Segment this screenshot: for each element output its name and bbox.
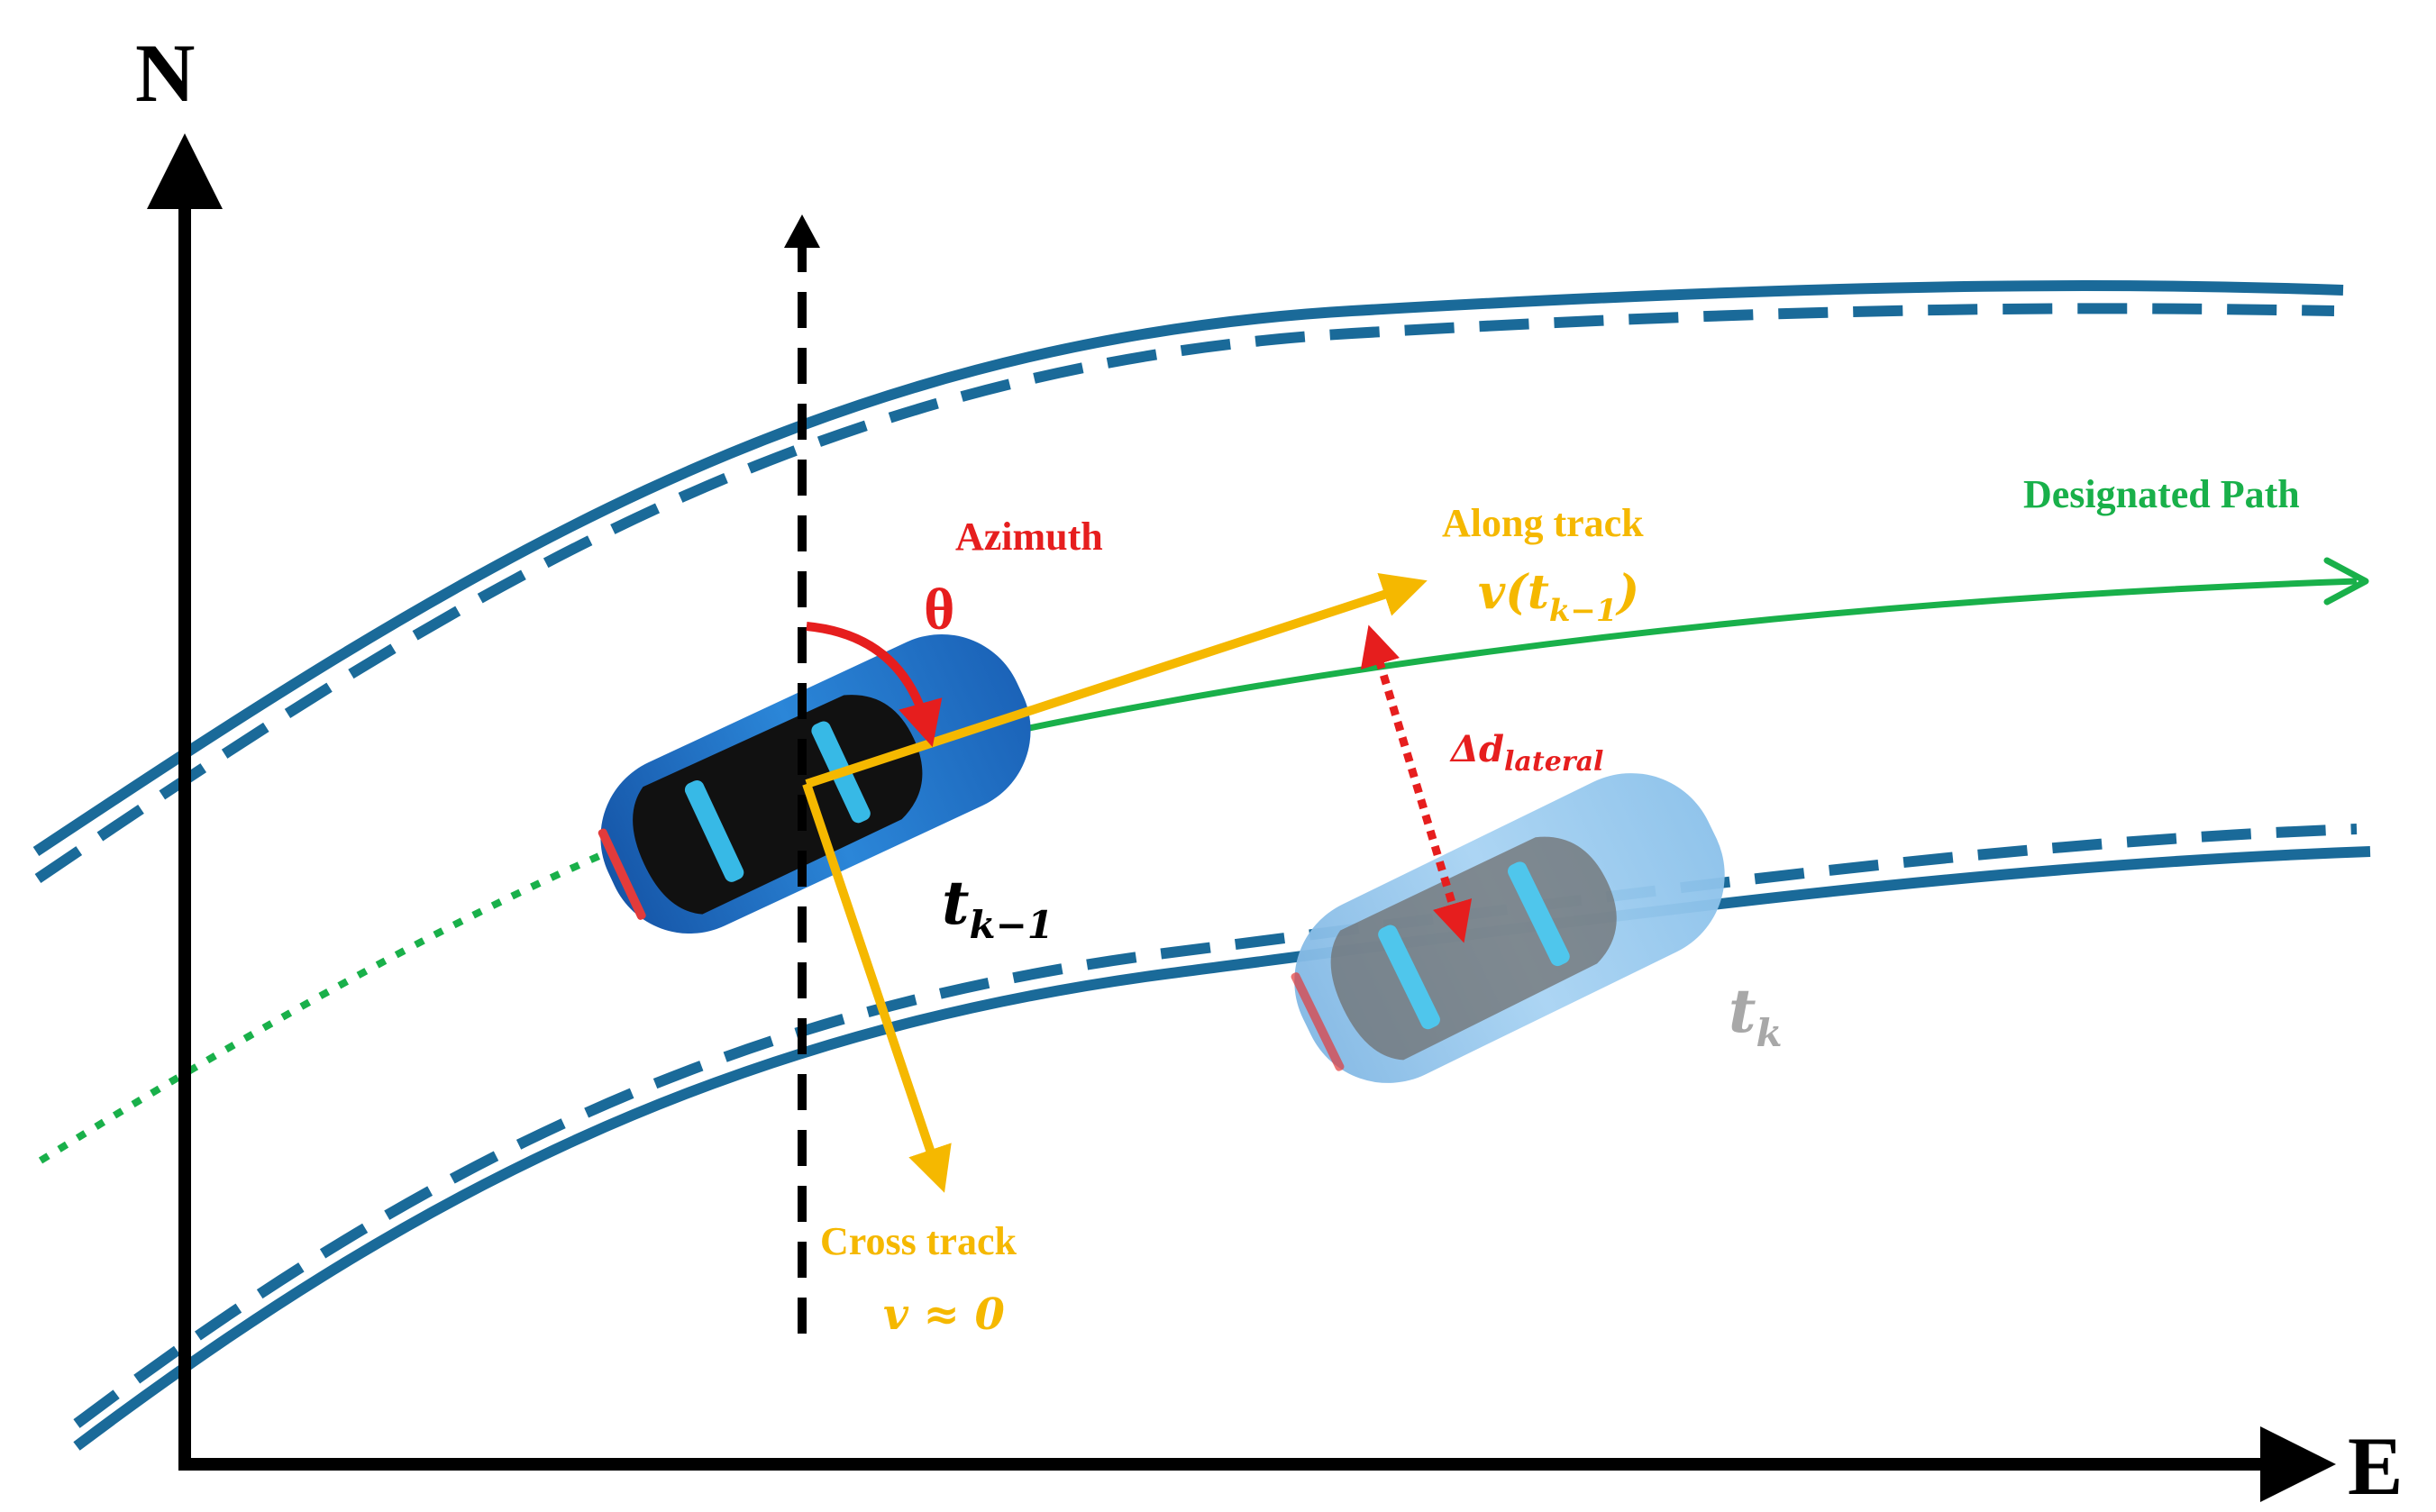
- cross-track-velocity: v ≈ 0: [883, 1289, 1005, 1340]
- cross-track-vector: [802, 782, 952, 1193]
- coordinate-axes: [147, 133, 2336, 1502]
- designated-path-arrowhead: [2323, 557, 2369, 606]
- along-track-velocity: v(tk−1): [1478, 565, 1639, 629]
- lateral-deviation-main: Δd: [1449, 728, 1504, 770]
- road-lower-solid-line: [73, 846, 2371, 1451]
- lateral-deviation-subscript: lateral: [1504, 746, 1603, 778]
- along-track-label: Along track: [1442, 501, 1644, 545]
- along-track-velocity-main: v(t: [1478, 565, 1549, 620]
- car-current-icon: [1291, 773, 1725, 1083]
- cross-track-label: Cross track: [820, 1219, 1017, 1263]
- road-upper-solid-line: [32, 279, 2344, 857]
- road-upper-boundary: [32, 279, 2344, 883]
- road-lower-dashed-line: [73, 824, 2358, 1428]
- lateral-deviation-label: Δdlateral: [1449, 728, 1603, 778]
- theta-label: θ: [924, 577, 954, 642]
- north-reference-arrowhead: [784, 214, 820, 248]
- along-track-vector: [805, 573, 1428, 788]
- road-upper-dashed-line: [34, 303, 2335, 883]
- north-axis-label: N: [135, 27, 195, 119]
- along-track-velocity-subscript: k−1: [1549, 593, 1618, 629]
- azimuth-label: Azimuth: [955, 515, 1103, 559]
- road-lower-boundary: [73, 824, 2371, 1451]
- time-current-main: t: [1729, 976, 1756, 1046]
- designated-path-label: Designated Path: [2023, 472, 2300, 516]
- time-current-subscript: k: [1756, 1011, 1783, 1055]
- time-previous-label: tk−1: [942, 868, 1054, 947]
- time-current-label: tk: [1729, 976, 1783, 1055]
- azimuth-arc: [806, 622, 943, 748]
- time-previous-main: t: [942, 868, 970, 938]
- time-previous-subscript: k−1: [970, 903, 1054, 947]
- along-track-velocity-close: ): [1616, 565, 1640, 620]
- east-axis-label: E: [2348, 1420, 2403, 1512]
